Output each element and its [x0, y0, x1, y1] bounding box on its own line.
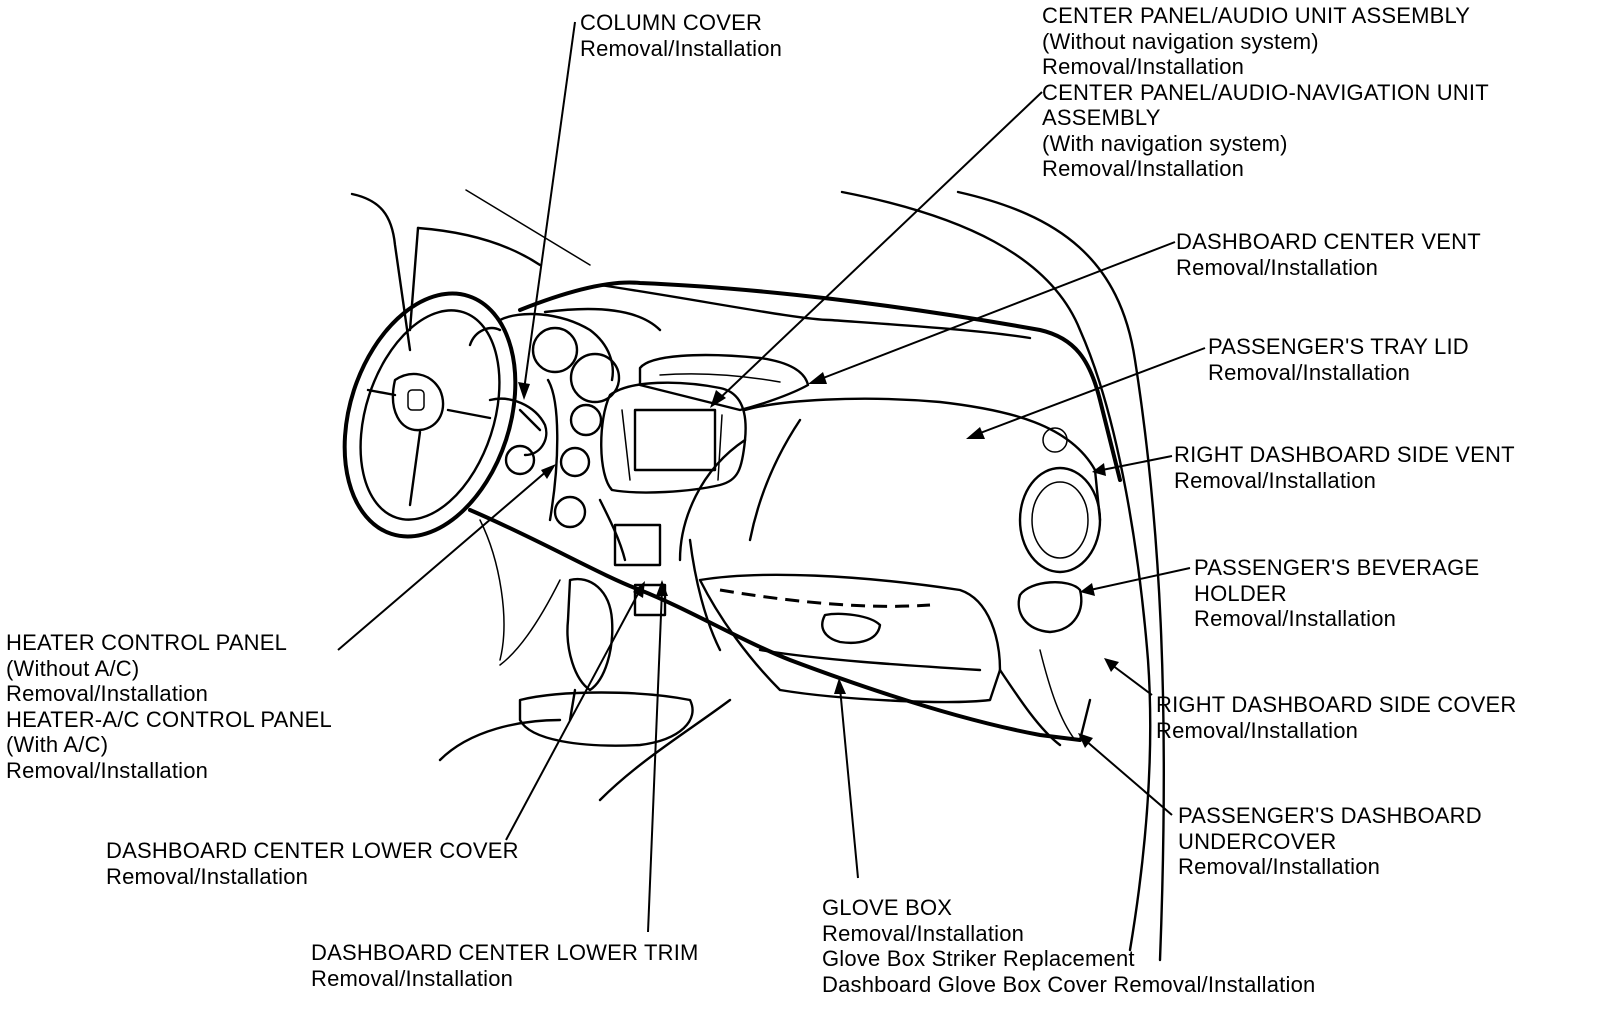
instrument-cluster: [468, 312, 621, 404]
center-console: [438, 519, 732, 802]
label-line: Dashboard Glove Box Cover Removal/Instal…: [822, 971, 1316, 997]
right-side-vent: [1018, 466, 1102, 574]
label-line: RIGHT DASHBOARD SIDE COVER: [1156, 692, 1517, 717]
label-glove-box: GLOVE BOX Removal/Installation Glove Box…: [822, 895, 1315, 997]
left-a-pillar: [350, 189, 591, 352]
label-line: Removal/Installation: [1042, 54, 1245, 79]
label-line: (Without navigation system): [1042, 28, 1319, 54]
label-passengers-dashboard-undercover: PASSENGER'S DASHBOARD UNDERCOVER Removal…: [1178, 803, 1482, 880]
label-right-dashboard-side-vent: RIGHT DASHBOARD SIDE VENT Removal/Instal…: [1174, 442, 1515, 493]
label-line: HEATER-A/C CONTROL PANEL: [6, 706, 332, 732]
label-line: Removal/Installation: [1174, 467, 1377, 493]
center-stack: [546, 378, 747, 567]
passenger-dashboard: [678, 397, 1102, 562]
label-line: Removal/Installation: [1194, 606, 1397, 631]
center-vent: [638, 353, 810, 412]
label-center-panel-audio-unit: CENTER PANEL/AUDIO UNIT ASSEMBLY (Withou…: [1042, 3, 1489, 182]
label-line: (With A/C): [6, 732, 109, 757]
label-line: Removal/Installation: [106, 863, 309, 889]
label-line: PASSENGER'S TRAY LID: [1208, 334, 1469, 359]
label-line: DASHBOARD CENTER LOWER TRIM: [311, 940, 699, 965]
label-line: Removal/Installation: [1176, 254, 1379, 280]
label-heater-control-panel: HEATER CONTROL PANEL (Without A/C) Remov…: [6, 630, 332, 783]
leader-lines: [337, 21, 1206, 933]
label-line: PASSENGER'S BEVERAGE: [1194, 555, 1480, 580]
label-line: (With navigation system): [1042, 130, 1288, 156]
label-dashboard-center-vent: DASHBOARD CENTER VENT Removal/Installati…: [1176, 229, 1481, 280]
right-door-frame: [840, 190, 1166, 962]
label-line: ASSEMBLY: [1042, 105, 1161, 130]
label-line: CENTER PANEL/AUDIO-NAVIGATION UNIT: [1042, 79, 1489, 105]
label-line: Removal/Installation: [1178, 854, 1381, 879]
label-dashboard-center-lower-cover: DASHBOARD CENTER LOWER COVER Removal/Ins…: [106, 838, 519, 889]
dashboard-top: [518, 280, 1122, 482]
label-line: COLUMN COVER: [580, 10, 763, 35]
label-passengers-beverage-holder: PASSENGER'S BEVERAGE HOLDER Removal/Inst…: [1194, 555, 1479, 632]
label-dashboard-center-lower-trim: DASHBOARD CENTER LOWER TRIM Removal/Inst…: [311, 940, 699, 991]
label-line: PASSENGER'S DASHBOARD: [1178, 803, 1482, 828]
lower-dashboard: [468, 508, 1092, 747]
label-line: Removal/Installation: [580, 35, 783, 61]
label-line: Removal/Installation: [6, 757, 209, 783]
label-line: CENTER PANEL/AUDIO UNIT ASSEMBLY: [1042, 3, 1471, 28]
label-line: Removal/Installation: [6, 681, 209, 706]
label-line: DASHBOARD CENTER VENT: [1176, 229, 1481, 254]
label-line: Glove Box Striker Replacement: [822, 946, 1135, 971]
label-line: GLOVE BOX: [822, 895, 953, 920]
beverage-holder: [1017, 581, 1083, 634]
label-line: HOLDER: [1194, 580, 1287, 606]
label-line: Removal/Installation: [1042, 156, 1245, 181]
label-right-dashboard-side-cover: RIGHT DASHBOARD SIDE COVER Removal/Insta…: [1156, 692, 1517, 743]
label-line: UNDERCOVER: [1178, 828, 1337, 854]
label-line: (Without A/C): [6, 655, 140, 681]
label-passengers-tray-lid: PASSENGER'S TRAY LID Removal/Installatio…: [1208, 334, 1469, 385]
label-line: Removal/Installation: [1156, 717, 1359, 743]
steering-column: [488, 397, 548, 476]
label-column-cover: COLUMN COVER Removal/Installation: [580, 10, 782, 61]
steering-wheel: [342, 291, 518, 539]
label-line: RIGHT DASHBOARD SIDE VENT: [1174, 442, 1515, 467]
label-line: DASHBOARD CENTER LOWER COVER: [106, 838, 519, 863]
label-line: Removal/Installation: [822, 920, 1025, 946]
label-line: HEATER CONTROL PANEL: [6, 630, 288, 655]
label-line: Removal/Installation: [1208, 359, 1411, 385]
label-line: Removal/Installation: [311, 965, 514, 991]
